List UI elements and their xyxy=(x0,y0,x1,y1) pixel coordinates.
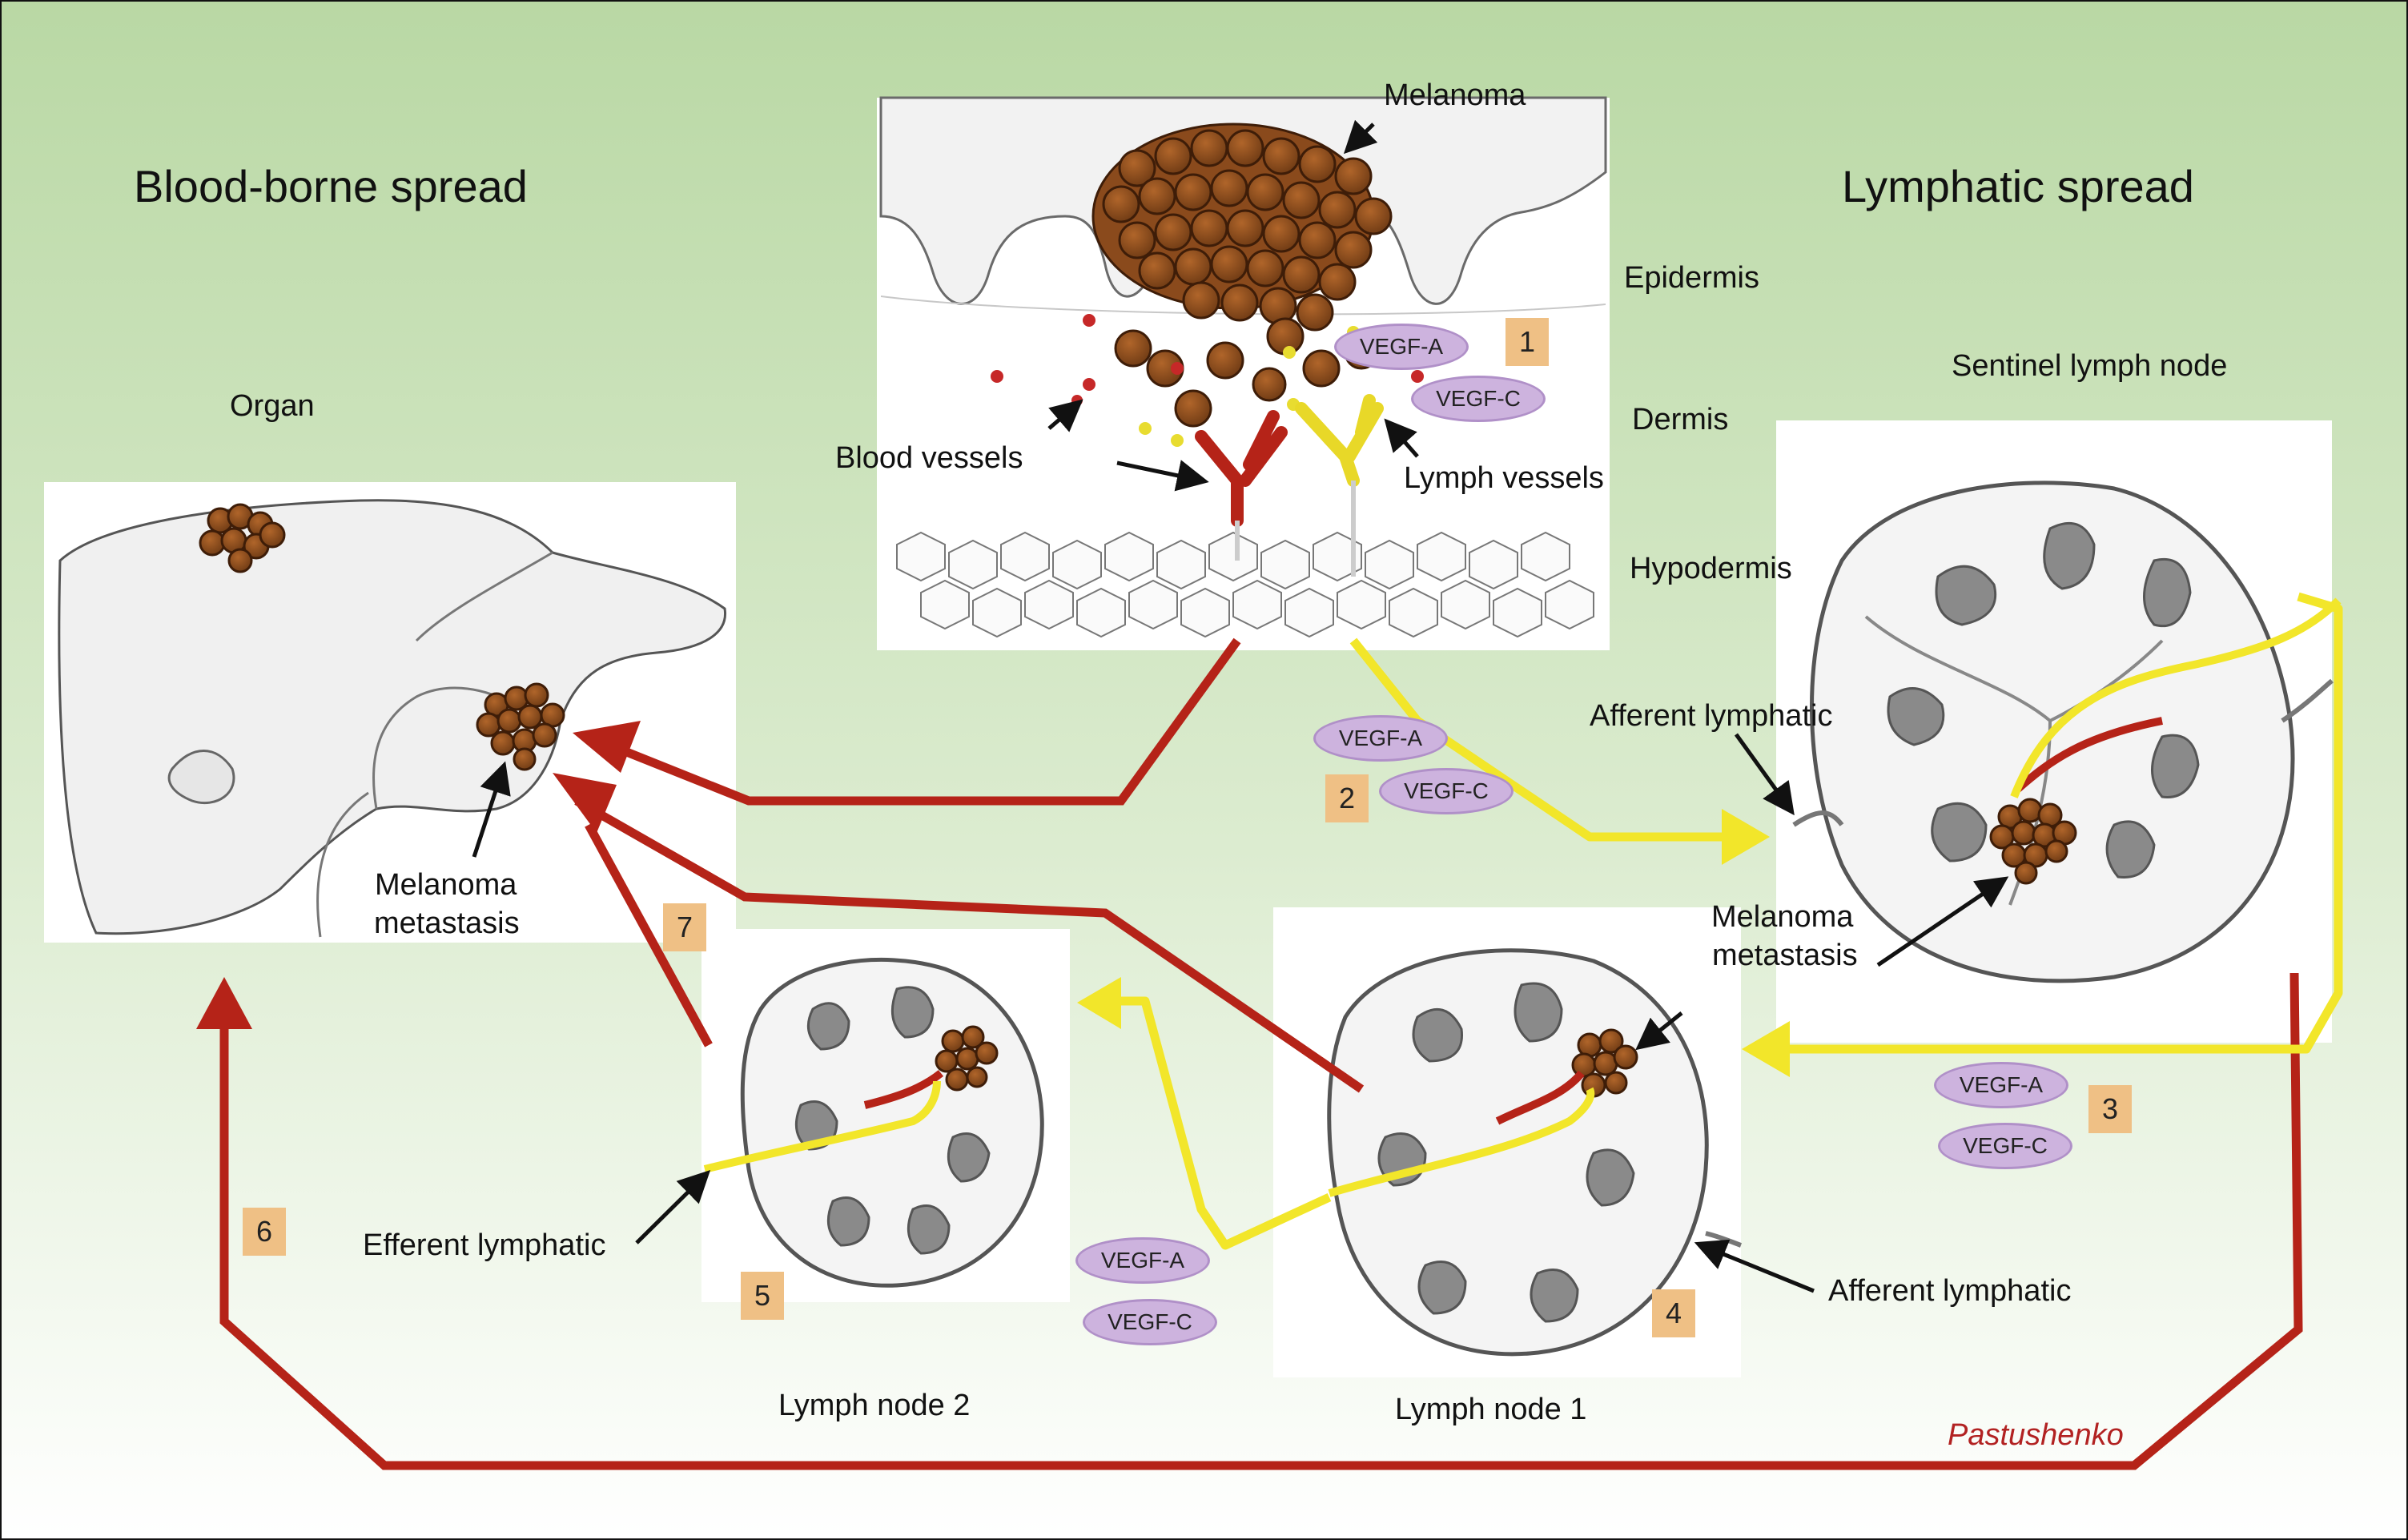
lymph-node-2-panel xyxy=(701,929,1070,1302)
organ-tumor-top xyxy=(199,503,286,573)
lymph-node-1-panel xyxy=(1273,907,1743,1377)
pointer-node1-metastasis xyxy=(1635,1011,1683,1051)
lymph-path-sentinel-to-node1 xyxy=(1786,592,2343,1054)
skin-panel xyxy=(877,96,1610,650)
organ-metastasis xyxy=(476,682,565,771)
vegf-c-oval-3: VEGF-C xyxy=(1938,1123,2072,1169)
epidermis-label: Epidermis xyxy=(1624,261,1759,295)
blood-pathways xyxy=(219,637,2303,1470)
organ-title: Organ xyxy=(230,389,315,423)
lymph-path-node1-to-node2 xyxy=(1113,996,1332,1250)
credit-signature: Pastushenko xyxy=(1948,1418,2124,1452)
sentinel-follicles xyxy=(1887,521,2200,879)
vegf-a-oval-3: VEGF-A xyxy=(1934,1062,2068,1108)
blood-borne-title: Blood-borne spread xyxy=(134,161,528,211)
vegf-a-oval-1: VEGF-A xyxy=(1334,324,1469,370)
node1-afferent-label: Afferent lymphatic xyxy=(1828,1274,2072,1308)
dermal-blood-vessel xyxy=(1195,410,1288,527)
sentinel-afferent-label: Afferent lymphatic xyxy=(1590,699,1833,733)
vegf-c-oval-1: VEGF-C xyxy=(1411,376,1546,422)
step-badge-7: 7 xyxy=(663,903,706,951)
step-badge-1: 1 xyxy=(1506,318,1549,366)
arrowhead-sentinel xyxy=(1722,809,1770,865)
dermis-label: Dermis xyxy=(1632,403,1729,436)
melanoma-mass xyxy=(1091,123,1393,428)
vegf-c-oval-2: VEGF-C xyxy=(1379,768,1514,814)
pointer-node1-afferent xyxy=(1694,1239,1815,1293)
lymph-node-2-tumor xyxy=(935,1025,999,1092)
lymph-vessels-label: Lymph vessels xyxy=(1404,461,1604,495)
sentinel-metastasis-label-line1: Melanoma xyxy=(1711,900,1854,934)
arrowhead-node1 xyxy=(1742,1021,1790,1077)
arrowhead-organ-1 xyxy=(573,721,641,773)
pointer-sentinel-metastasis xyxy=(1876,876,2009,967)
organ-metastasis-label-line1: Melanoma xyxy=(375,868,517,902)
step-badge-3: 3 xyxy=(2088,1085,2132,1133)
lymphatic-title: Lymphatic spread xyxy=(1842,161,2194,211)
blood-path-node2-to-organ xyxy=(585,822,713,1047)
lymph-node-1-follicles xyxy=(1377,982,1635,1323)
sentinel-metastasis-label-line2: metastasis xyxy=(1712,939,1858,972)
step-badge-5: 5 xyxy=(741,1272,784,1320)
blood-path-skin-to-organ xyxy=(606,637,1241,806)
blood-path-node1-to-organ xyxy=(574,797,1365,1093)
pointer-blood-vessels xyxy=(1047,399,1083,432)
blood-arrowheads xyxy=(196,721,641,1029)
arrowhead-organ-3 xyxy=(196,977,252,1029)
blood-path-sentinel-to-organ xyxy=(219,972,2303,1470)
sentinel-tumor xyxy=(1989,798,2077,885)
hypodermis-cells xyxy=(896,531,1594,638)
pointer-node2-efferent xyxy=(635,1169,711,1244)
vegf-c-oval-4: VEGF-C xyxy=(1083,1299,1217,1345)
step-badge-4: 4 xyxy=(1652,1289,1695,1337)
vegf-a-oval-2: VEGF-A xyxy=(1313,715,1448,762)
lymph-arrowheads xyxy=(1077,809,1790,1077)
pointer-lymph-vessels xyxy=(1384,418,1419,458)
lymph-node-1-title: Lymph node 1 xyxy=(1395,1393,1587,1426)
melanoma-label: Melanoma xyxy=(1384,78,1526,112)
arrowhead-node2 xyxy=(1077,977,1121,1029)
blood-vessels-label: Blood vessels xyxy=(835,441,1023,475)
dermal-lymph-vessel xyxy=(1295,394,1384,487)
node2-efferent-label: Efferent lymphatic xyxy=(363,1228,606,1262)
arrowhead-organ-2 xyxy=(553,773,617,833)
lymph-node-2-title: Lymph node 2 xyxy=(778,1389,971,1422)
organ-panel xyxy=(44,482,736,943)
lymph-node-1-tumor xyxy=(1571,1028,1638,1098)
pointer-sentinel-afferent xyxy=(1734,733,1795,816)
organ-metastasis-label-line2: metastasis xyxy=(374,907,520,940)
step-badge-2: 2 xyxy=(1325,774,1369,822)
sentinel-node-title: Sentinel lymph node xyxy=(1952,349,2228,383)
hypodermis-label: Hypodermis xyxy=(1630,552,1792,585)
pointer-blood-vessel-branch xyxy=(1116,460,1209,492)
pointer-organ-metastasis xyxy=(472,761,511,858)
pointer-melanoma xyxy=(1343,119,1378,155)
pointer-arrows xyxy=(472,119,2009,1293)
sentinel-node-panel xyxy=(1776,420,2342,1043)
vegf-a-oval-4: VEGF-A xyxy=(1075,1237,1210,1284)
step-badge-6: 6 xyxy=(243,1208,286,1256)
